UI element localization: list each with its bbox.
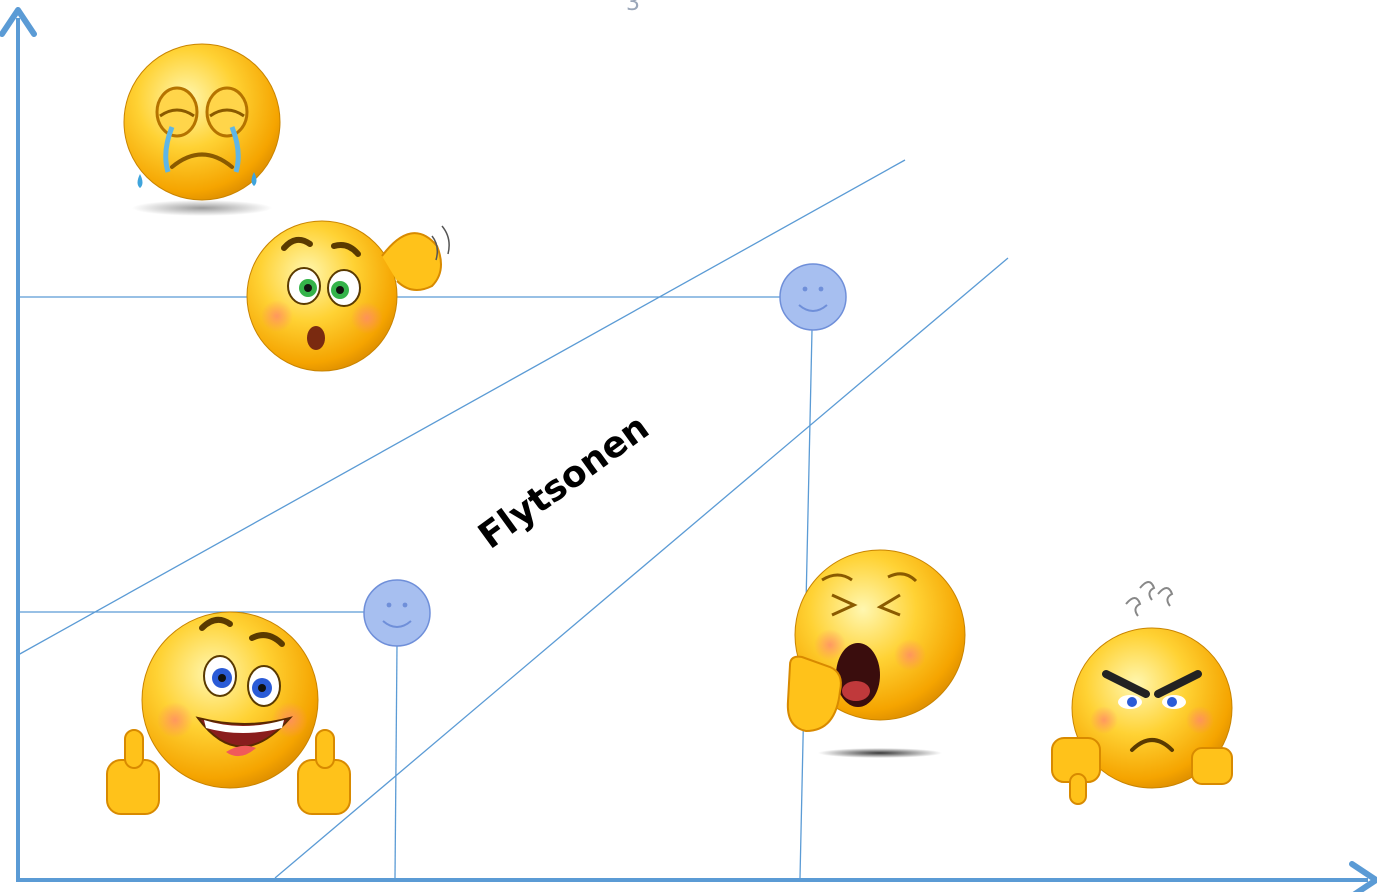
- confused-face-icon: [246, 220, 450, 372]
- upper-smiley-marker: [779, 263, 847, 331]
- crying-face-icon: [123, 43, 281, 216]
- right-thumb: [297, 729, 351, 815]
- left-thumb: [106, 729, 160, 815]
- zone-label: Flytsonen: [471, 407, 656, 557]
- zone-upper-boundary: [17, 159, 906, 656]
- lower-vertical-guide: [394, 644, 398, 879]
- lower-smiley-marker: [363, 579, 431, 647]
- reference-lines: [17, 159, 1009, 879]
- axes: [0, 7, 1377, 892]
- zone-lower-boundary: [274, 257, 1009, 879]
- angry-thumbs-down-face-icon: [1051, 581, 1233, 805]
- top-glyph: 3: [626, 0, 640, 16]
- happy-thumbs-up-face-icon: [106, 611, 351, 815]
- right-thumb-down: [1191, 747, 1233, 785]
- left-thumb-down: [1051, 737, 1101, 805]
- yawning-face-icon: [786, 549, 966, 758]
